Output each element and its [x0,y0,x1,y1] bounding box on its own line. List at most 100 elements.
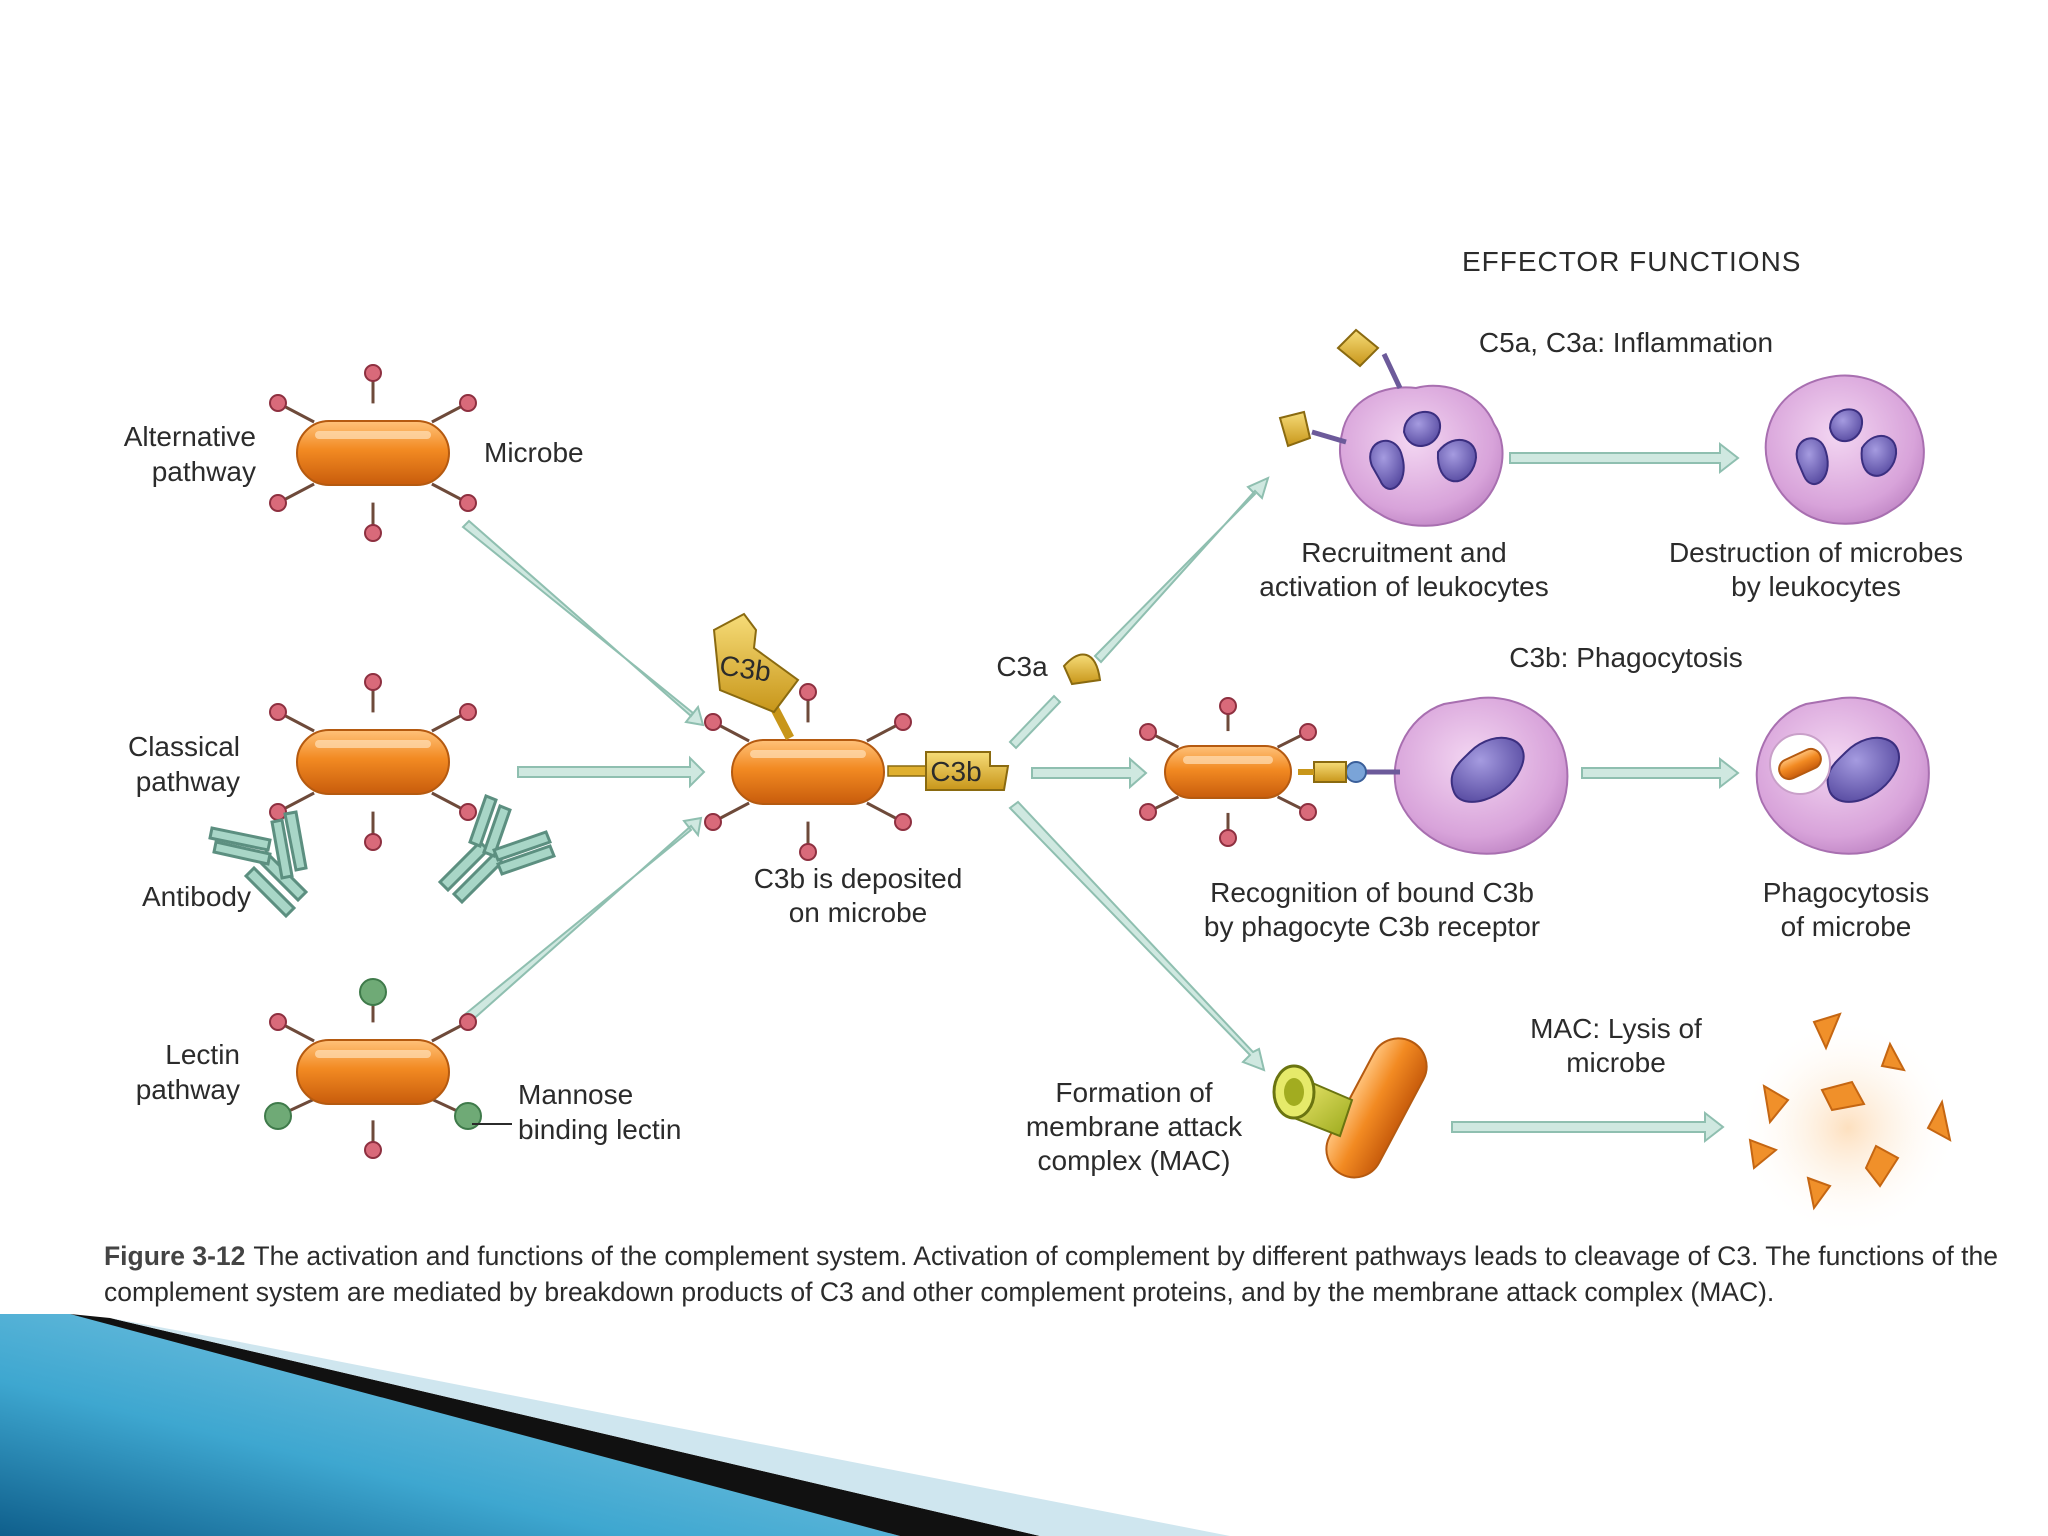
label-mac-title-line2: microbe [1566,1047,1666,1078]
label-alternative-line2: pathway [152,456,256,487]
c3a-fragment [1062,653,1102,686]
c3b-tag-center [712,612,800,741]
spike-tip [364,524,382,542]
spike-tip [459,1013,477,1031]
effector-functions-header: EFFECTOR FUNCTIONS [1462,246,1801,277]
label-alternative-line1: Alternative [124,421,256,452]
arrow-recognition-to-phagocytosis [1581,756,1740,790]
spike-tip [364,673,382,691]
label-phagocytosis-line1: Phagocytosis [1763,877,1930,908]
spike-tip [1219,697,1237,715]
spike-tip [799,843,817,861]
lectin-ball [454,1102,482,1130]
label-deposit-line2: on microbe [789,897,928,928]
label-recognition-line1: Recognition of bound C3b [1210,877,1534,908]
spike-tip [1219,829,1237,847]
label-phagocytosis-line2: of microbe [1781,911,1912,942]
phagocyte-recognition [1298,696,1569,855]
microbe-body [296,729,450,795]
spike-tip [269,394,287,412]
label-recognition-line2: by phagocyte C3b receptor [1204,911,1540,942]
spike-tip [269,494,287,512]
spike-tip [1139,723,1157,741]
spike-tip [459,494,477,512]
label-mac-title-line1: MAC: Lysis of [1530,1013,1702,1044]
spike-tip [799,683,817,701]
spike-tip [459,394,477,412]
label-destruction-line2: by leukocytes [1731,571,1901,602]
arrow-recruitment-to-destruction [1509,441,1740,475]
label-microbe: Microbe [484,437,584,468]
spike-tip [364,364,382,382]
microbe-highlight [315,1050,431,1058]
label-mannose-line1: Mannose [518,1079,633,1110]
microbe-body [296,1039,450,1105]
label-mac-formation-line3: complex (MAC) [1038,1145,1231,1176]
leukocyte-recruitment [1278,328,1504,527]
label-c3b-bound: C3b [930,756,981,787]
spike-tip [894,813,912,831]
spike-tip [894,713,912,731]
microbe-classical [269,673,477,851]
spike-tip [459,803,477,821]
figure-caption-text: The activation and functions of the comp… [104,1241,1998,1307]
label-lectin-line2: pathway [136,1074,240,1105]
figure-number: Figure 3-12 [104,1241,246,1271]
microbe-highlight [315,431,431,439]
antibody-right [437,794,556,905]
microbe-body [731,739,885,805]
label-c3b-tag: C3b [718,650,773,688]
spike-tip [364,1141,382,1159]
label-mannose-line2: binding lectin [518,1114,681,1145]
microbe-body [1164,745,1292,799]
arrow-c3a-stub [1008,694,1062,750]
microbe-highlight [1183,756,1273,764]
microbe-alternative [269,364,477,542]
lysed-microbe [1738,1012,1958,1238]
spike-tip [269,803,287,821]
spike-tip [704,813,722,831]
label-classical-line2: pathway [136,766,240,797]
arrow-alternative-to-center [461,519,705,727]
decorative-swoosh [0,1314,1230,1536]
microbe-highlight [750,750,866,758]
label-classical-line1: Classical [128,731,240,762]
arrow-lectin-to-center [461,816,703,1025]
label-antibody: Antibody [142,881,251,912]
arrow-to-inflammation [1093,476,1270,664]
spike-tip [704,713,722,731]
label-c3a: C3a [996,651,1048,682]
label-deposit-line1: C3b is deposited [754,863,963,894]
label-inflammation: C5a, C3a: Inflammation [1479,327,1773,358]
spike-tip [459,703,477,721]
antibody-left [208,810,309,919]
microbe-lectin [264,978,482,1159]
lectin-ball [359,978,387,1006]
label-mac-formation-line1: Formation of [1055,1077,1212,1108]
spike-tip [1299,803,1317,821]
microbe-recognition [1139,697,1317,847]
label-recruitment-line1: Recruitment and [1301,537,1506,568]
microbe-center [704,683,912,861]
arrow-to-phagocytosis [1031,756,1148,790]
label-mac-formation-line2: membrane attack [1026,1111,1243,1142]
mac-complex [1272,1037,1428,1179]
label-lectin-line1: Lectin [165,1039,240,1070]
spike-tip [1299,723,1317,741]
spike-tip [269,1013,287,1031]
leukocyte-destruction [1764,374,1925,525]
c3b-bound-center [887,751,1010,791]
label-phagocytosis-title: C3b: Phagocytosis [1509,642,1742,673]
spike-tip [269,703,287,721]
label-recruitment-line2: activation of leukocytes [1259,571,1549,602]
phagocyte-ingested [1755,696,1930,855]
arrow-mac-to-lysis [1451,1110,1725,1144]
flow-arrows [461,441,1740,1144]
microbe-highlight [315,740,431,748]
spike-tip [364,833,382,851]
microbe-body [296,420,450,486]
arrow-classical-to-center [517,755,706,789]
label-destruction-line1: Destruction of microbes [1669,537,1963,568]
